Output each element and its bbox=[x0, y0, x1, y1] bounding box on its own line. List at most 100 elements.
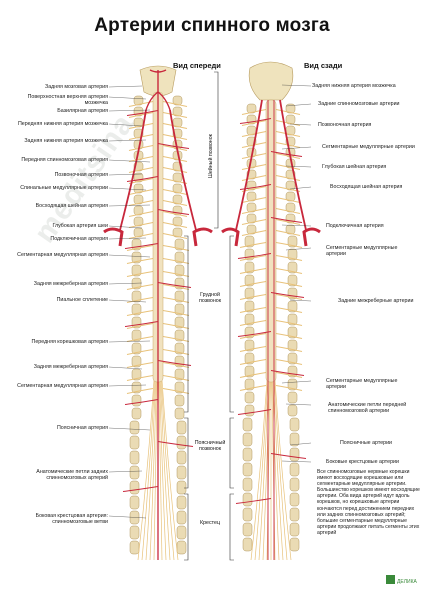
leader-line-left bbox=[108, 470, 143, 473]
back-nerve-root bbox=[239, 280, 267, 288]
leader-line-left bbox=[108, 187, 147, 191]
right-label-5: Глубокая шейная артерия bbox=[322, 164, 387, 170]
back-nerve-root bbox=[241, 174, 267, 182]
leader-line-right bbox=[281, 146, 312, 150]
front-nerve-root bbox=[128, 221, 154, 229]
back-vertebra-left bbox=[244, 365, 255, 378]
leader-line-right bbox=[289, 186, 312, 190]
back-nerve-root bbox=[239, 319, 267, 327]
back-vertebra-left bbox=[244, 404, 255, 417]
right-label-3: Позвоночная артерия bbox=[318, 122, 372, 128]
leader-line-left bbox=[108, 384, 147, 387]
left-label-13: Задняя межреберная артерия bbox=[33, 281, 108, 287]
front-nerve-root bbox=[126, 322, 154, 330]
front-nerve-root bbox=[162, 199, 188, 207]
front-cauda-fiber bbox=[160, 379, 171, 561]
explanatory-note: Все спинномозговые нервные корешки имеют… bbox=[317, 469, 420, 536]
left-label-8: Спинальные медуллярные артерии bbox=[20, 185, 108, 191]
front-vertebra-left bbox=[131, 394, 142, 407]
brainstem-back bbox=[248, 61, 294, 101]
leader-line-left bbox=[108, 299, 147, 303]
right-label-11: Анатомические петли передней спинномозго… bbox=[328, 402, 407, 414]
back-vertebra-right bbox=[289, 507, 300, 522]
front-vertebra-left bbox=[129, 435, 140, 450]
back-vertebra-right bbox=[289, 447, 300, 462]
back-nerve-root bbox=[275, 358, 303, 366]
front-nerve-root bbox=[162, 155, 188, 163]
back-vertebra-right bbox=[289, 432, 300, 447]
brand-logo-mark bbox=[386, 575, 395, 584]
front-segmental-artery bbox=[157, 282, 192, 288]
front-cauda-fiber bbox=[149, 379, 157, 561]
front-cauda-fiber bbox=[161, 379, 179, 561]
back-nerve-root bbox=[275, 207, 301, 215]
front-vertebra-right bbox=[176, 450, 187, 465]
leader-line-right bbox=[285, 247, 312, 251]
back-vertebra-left bbox=[242, 507, 253, 522]
front-vertebra-left bbox=[131, 407, 142, 420]
front-vertebra-left bbox=[129, 540, 140, 555]
front-segmental-artery bbox=[124, 399, 159, 405]
bracket-sacrum-r bbox=[229, 493, 234, 561]
back-vertebral-arteries bbox=[235, 99, 307, 231]
front-nerve-root bbox=[162, 296, 190, 304]
front-nerve-root bbox=[128, 100, 154, 108]
region-cervical-label: Шейный позвонок bbox=[208, 134, 214, 178]
bracket-cervical bbox=[214, 71, 219, 229]
front-segmental-artery bbox=[157, 360, 192, 366]
back-segmental-arteries bbox=[235, 118, 307, 504]
front-cauda-fiber bbox=[159, 379, 167, 561]
front-vertebra-left bbox=[129, 465, 140, 480]
front-segmental-artery bbox=[124, 243, 159, 249]
back-vertebra-left bbox=[242, 477, 253, 492]
region-thoracic-label: Грудной позвонок bbox=[198, 292, 222, 305]
label-leader-lines bbox=[108, 84, 312, 519]
region-sacrum-label: Крестец bbox=[200, 520, 220, 526]
front-nerve-root bbox=[126, 296, 154, 304]
bracket-lumbar bbox=[184, 417, 189, 489]
front-segmental-artery bbox=[157, 209, 190, 215]
front-cauda-fiber bbox=[137, 379, 155, 561]
back-nerve-root bbox=[241, 196, 267, 204]
front-cauda-fiber bbox=[160, 379, 175, 561]
back-nerve-root bbox=[275, 384, 303, 392]
anterior-view bbox=[103, 65, 213, 561]
front-subclavian-right bbox=[192, 227, 213, 247]
front-segmental-artery bbox=[157, 441, 194, 447]
back-cauda-fiber bbox=[250, 379, 268, 561]
right-label-2: Задние спинномозговые артерии bbox=[318, 101, 400, 107]
back-vertebra-right bbox=[287, 352, 298, 365]
front-nerve-root bbox=[128, 122, 154, 130]
front-nerve-root bbox=[162, 244, 190, 252]
leader-line-right bbox=[285, 403, 312, 406]
back-cauda-fiber bbox=[254, 379, 269, 561]
front-vertebra-left bbox=[129, 420, 140, 435]
back-vertebra-left bbox=[244, 261, 255, 274]
front-segmental-artery bbox=[157, 143, 190, 149]
back-segmental-artery bbox=[270, 370, 305, 376]
front-nerve-root bbox=[162, 374, 190, 382]
brand-logo: ДЕЛИКА bbox=[386, 575, 418, 585]
back-nerve-root bbox=[239, 332, 267, 340]
front-vertebra-left bbox=[131, 342, 142, 355]
front-vertebra-right bbox=[174, 329, 185, 342]
back-nerve-root bbox=[275, 196, 301, 204]
back-cauda-fiber bbox=[262, 379, 270, 561]
front-nerve-root bbox=[162, 335, 190, 343]
poster-title: Артерии спинного мозга bbox=[94, 15, 330, 36]
front-vertebra-right bbox=[176, 435, 187, 450]
back-vertebra-right bbox=[287, 274, 298, 287]
front-vertebra-right bbox=[174, 316, 185, 329]
back-vertebra-left bbox=[242, 432, 253, 447]
back-nerve-root bbox=[275, 130, 301, 138]
back-vertebra-right bbox=[287, 313, 298, 326]
leader-line-right bbox=[289, 299, 312, 302]
leader-line-left bbox=[108, 173, 143, 176]
right-label-10: Сегментарные медуллярные артерии bbox=[326, 378, 398, 390]
back-spinal-cord bbox=[265, 99, 277, 383]
right-label-9: Задние межреберные артерии bbox=[338, 298, 414, 304]
leader-line-right bbox=[281, 380, 312, 384]
leader-line-left bbox=[108, 282, 143, 285]
left-label-7: Позвоночная артерия bbox=[54, 172, 108, 178]
back-nerve-root bbox=[241, 218, 267, 226]
